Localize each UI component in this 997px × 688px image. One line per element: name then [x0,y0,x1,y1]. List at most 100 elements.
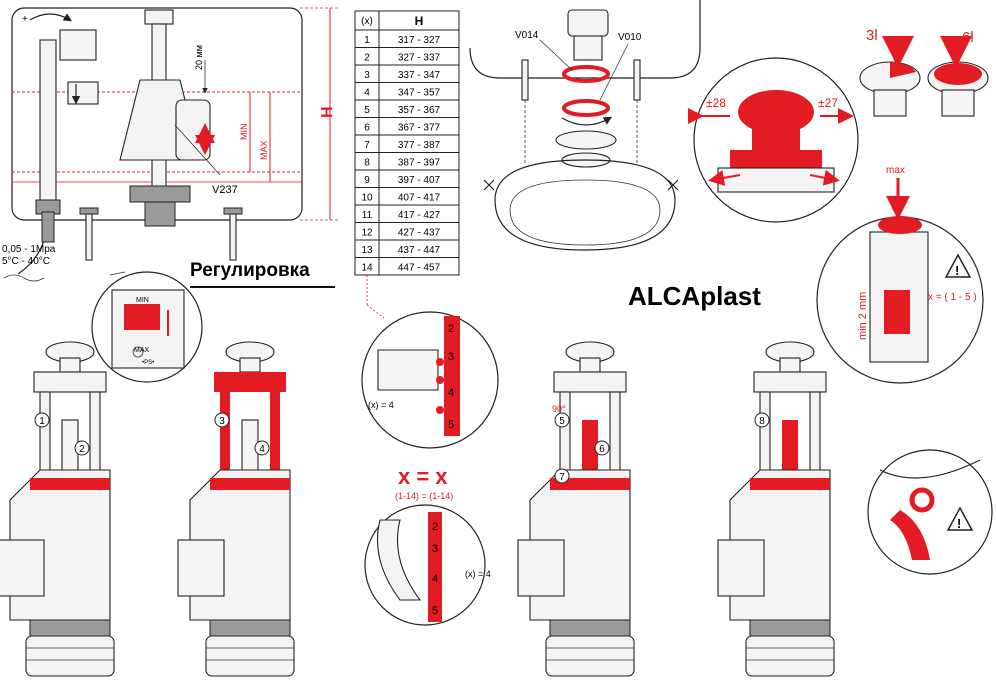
notch-low-3: 3 [432,543,438,555]
button-adjust-left: ±28 [706,96,726,110]
button-adjust-right: ±27 [818,96,838,110]
gap-label: 20 мм [194,45,204,70]
step-number: 1 [39,416,45,427]
valve-part [205,635,295,677]
valve-part [779,357,801,373]
scale-ps: •PS• [142,360,154,366]
table-cell-h: 447 - 457 [398,263,441,274]
button-adjust-detail: ±28 ±27 [688,57,859,223]
notch-3: 3 [448,351,454,363]
valve-part [517,539,565,597]
svg-text:+: + [22,14,28,25]
step-marker [554,412,570,428]
warning-icon: ! [955,263,959,278]
step-marker [254,440,270,456]
equality-sub: (1-14) = (1-14) [395,491,453,501]
notch-detail-bottom: 2 3 4 5 (x) = 4 [364,504,491,626]
table-cell-x: 3 [364,70,370,81]
seal-detail: ! [867,449,993,575]
valve-part [579,357,601,373]
valve-part [209,619,291,637]
flush-volume-buttons: 3l 6l [859,27,989,117]
equality-main: x = x [398,464,448,489]
table-cell-x: 9 [364,175,370,186]
valve-part [553,371,627,393]
notch-low-2: 2 [432,521,438,533]
table-cell-x: 10 [361,193,373,204]
valve-part [753,371,827,393]
valve-assembly-3: 567 [517,341,635,677]
min-gap-label: min 2 mm [857,292,869,340]
scale-detail: MIN MAX •PS• [91,271,203,383]
notch-low-5: 5 [432,605,438,617]
valve-part [549,619,631,637]
tank-bolts [79,207,243,261]
table-cell-x: 6 [364,123,370,134]
table-cell-h: 417 - 427 [398,210,441,221]
valve-part [0,539,45,597]
step-marker [594,440,610,456]
min-gap-detail: max min 2 mm x = ( 1 - 5 ) ! [816,165,984,384]
table-cell-x: 11 [362,210,373,221]
notch-low-4: 4 [432,573,438,585]
range-label: x = ( 1 - 5 ) [928,292,977,303]
valve-part [25,635,115,677]
table-cell-x: 7 [364,140,370,151]
height-label: H [319,106,336,118]
valve-part [214,372,286,392]
pressure-range: 0,05 - 1Mpa [2,244,56,255]
step-marker [214,412,230,428]
max-label: MAX [259,140,269,160]
adjust-heading: Регулировка [190,260,310,281]
step-marker [34,412,50,428]
valve-part [177,539,225,597]
min-label: MIN [239,124,249,141]
table-cell-h: 357 - 367 [398,105,441,116]
table-cell-h: 397 - 407 [398,175,441,186]
table-cell-h: 407 - 417 [398,193,441,204]
table-cell-h: 367 - 377 [398,123,441,134]
equality-note: x = x (1-14) = (1-14) [395,464,453,501]
warning-icon-2: ! [957,516,961,531]
table-cell-h: 437 - 447 [398,245,441,256]
valve-assembly-2: 34 [177,341,295,677]
svg-text:-: - [66,14,69,25]
notch-4: 4 [448,387,454,399]
notch-2: 2 [448,323,454,335]
fill-valve: + - [17,13,99,275]
flush-valve [119,9,221,227]
angle-label: 90° [552,404,566,414]
water-inlet-icon [3,274,45,282]
gasket-bottom-code: V010 [618,32,642,43]
temperature-range: 5°C - 40°C [2,256,50,267]
table-cell-h: 317 - 327 [398,35,441,46]
seat-assembly: V014 V010 [469,0,701,251]
notch-5: 5 [448,419,454,431]
step-number: 7 [559,472,565,483]
valve-part [239,357,261,373]
valve-part [59,357,81,373]
table-cell-x: 4 [364,88,370,99]
scale-min: MIN [136,297,149,304]
step-number: 6 [599,444,605,455]
table-cell-h: 427 - 437 [398,228,441,239]
table-cell-h: 327 - 337 [398,53,441,64]
valve-part [749,619,831,637]
table-cell-h: 387 - 397 [398,158,441,169]
table-cell-h: 377 - 387 [398,140,441,151]
table-cell-x: 8 [364,158,370,169]
max-press-label: max [886,165,905,176]
valve-part [750,478,830,490]
valve-part [30,478,110,490]
valve-part [210,478,290,490]
step-marker [554,468,570,484]
table-header-h: H [415,14,424,28]
flush-small-label: 3l [866,27,878,44]
valve-code: V237 [212,184,238,196]
table-cell-x: 13 [361,245,373,256]
gasket-top-code: V014 [515,30,539,41]
step-marker [754,412,770,428]
